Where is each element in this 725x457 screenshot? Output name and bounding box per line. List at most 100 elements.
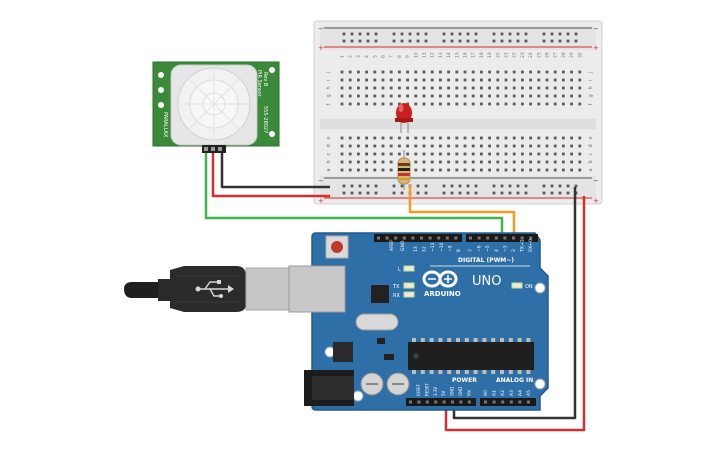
breadboard-hole [373,78,377,82]
breadboard-hole [398,136,401,140]
wire-5v-red[interactable] [444,196,586,432]
breadboard-hole [553,168,557,172]
breadboard-hole [496,94,500,98]
breadboard-hole [471,102,475,106]
breadboard-hole [545,160,549,164]
usb-chip [371,285,389,303]
breadboard-hole [357,136,360,140]
usb-cable-end [124,282,160,298]
breadboard-hole [389,86,393,90]
pir-mount-hole [158,102,164,108]
reset-button[interactable] [331,241,343,253]
breadboard-hole [381,136,385,140]
column-number: 7 [389,55,395,58]
breadboard-hole [521,136,524,140]
led-l-indicator [403,265,415,272]
red-led[interactable] [395,103,413,133]
breadboard-hole [406,136,409,140]
chip-pin [482,338,487,342]
power-pin-label: GND [450,387,455,396]
rail-hole [508,32,512,36]
chip-pin [526,370,531,374]
breadboard-hole [381,102,385,106]
breadboard-hole [340,78,344,82]
pir-pin-out[interactable] [204,147,208,151]
arduino-usb-port[interactable] [288,265,346,313]
row-letter: e [326,136,332,139]
arduino-uno[interactable]: L TX RX ON ARDUINO UNO DIGITAL (PWM~) 13… [288,232,549,411]
breadboard-hole [447,144,450,148]
column-number: 22 [512,52,518,58]
breadboard-hole [521,86,524,90]
digital-pin-holes [377,236,533,240]
arduino-mount-hole [534,282,546,294]
breadboard-hole [365,86,368,90]
row-letter: c [326,153,332,156]
pir-pin-gnd[interactable] [218,147,222,151]
header-hole [527,400,530,404]
breadboard-hole [422,86,426,90]
rail-hole [500,32,504,36]
rail-hole [374,39,378,43]
power-header [406,398,476,406]
wire-pir-gnd-black[interactable] [220,150,330,189]
breadboard-hole [488,70,491,74]
rail-hole [574,184,578,188]
rail-hole [400,191,404,195]
header-hole [509,400,513,404]
breadboard-hole [496,78,500,82]
pir-sensor[interactable]: PIR Sensor Rev B 555-28027 PARALLAX [152,61,280,153]
breadboard-hole [471,152,475,156]
digital-pin-label: ~6 [477,245,483,252]
breadboard-hole [340,86,344,90]
wire-resistor-orange[interactable] [408,185,516,240]
chip-pin [464,338,469,342]
breadboard-body [313,20,603,205]
breadboard-hole [455,168,459,172]
wire-pir-vcc-red[interactable] [211,150,330,198]
analog-pin-label: A5 [526,390,532,396]
breadboard-hole [455,152,459,156]
header-hole [434,400,438,404]
breadboard-hole [430,144,434,148]
breadboard-hole [496,160,500,164]
rail-hole [366,39,370,43]
wire-pir-out-green[interactable] [204,150,504,240]
chip-pin [517,338,522,342]
breadboard-hole [340,136,344,140]
pir-label-part: 555-28027 [262,106,268,133]
breadboard-hole [488,86,491,90]
breadboard-hole [553,152,557,156]
breadboard-hole [414,152,418,156]
rail-hole [574,39,578,43]
usb-plug-ridges [175,275,240,303]
resistor[interactable] [397,150,411,190]
rail-plus-symbol-right-bottom: + [593,197,599,205]
header-hole [518,400,522,404]
breadboard-hole [521,78,524,82]
breadboard-hole [365,144,368,148]
breadboard-hole [471,78,475,82]
breadboard-hole [398,70,401,74]
breadboard-hole [422,70,426,74]
breadboard-hole [480,78,483,82]
rail-hole [458,184,462,188]
breadboard-hole [537,78,541,82]
rail-hole [466,39,470,43]
pir-label-title: PIR Sensor [256,70,262,98]
breadboard-hole [398,78,401,82]
column-number: 4 [364,55,370,58]
analog-pin-label: A1 [492,390,498,396]
breadboard-hole [398,102,401,106]
breadboard-hole [389,102,393,106]
breadboard-hole [463,136,467,140]
breadboard-hole [570,168,573,172]
breadboard-hole [348,144,352,148]
pir-pin-vcc[interactable] [211,147,215,151]
breadboard-hole [422,160,426,164]
breadboard-hole [578,70,582,74]
breadboard-hole [471,70,475,74]
header-hole [469,236,472,240]
